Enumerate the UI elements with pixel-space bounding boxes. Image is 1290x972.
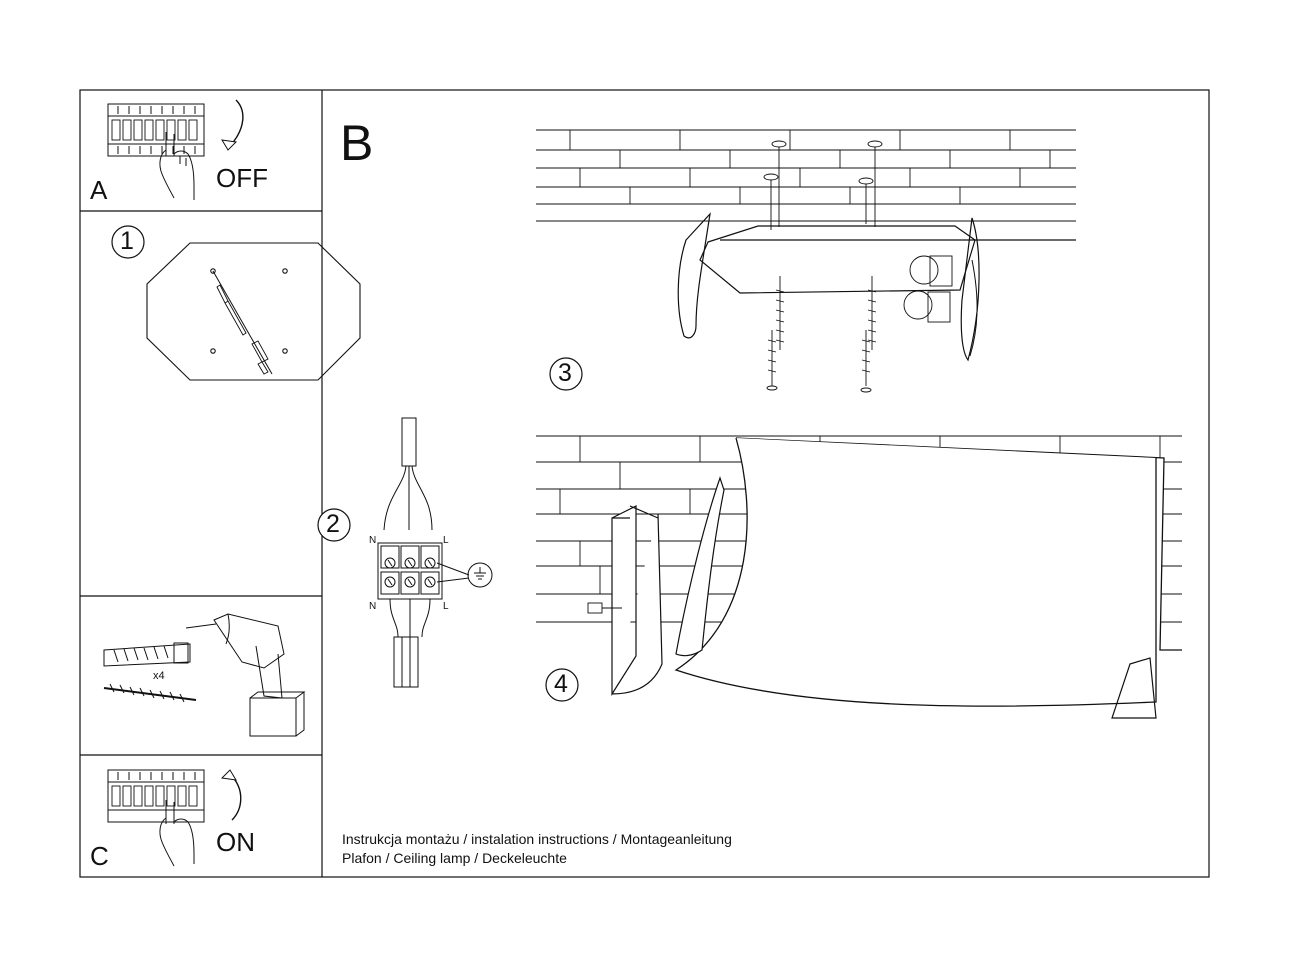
dowel-quantity-label: x4 — [153, 670, 165, 682]
outer-frame — [79, 89, 1210, 878]
live-top-label: L — [443, 535, 449, 546]
panel-a-letter: A — [90, 175, 108, 205]
panel-b-letter: B — [340, 115, 374, 171]
drill-and-dowels-illustration — [103, 613, 306, 737]
step-4-number: 4 — [554, 670, 568, 698]
step-3-number: 3 — [558, 359, 572, 387]
step-1-number: 1 — [120, 227, 134, 255]
breaker-panel-off-illustration — [107, 99, 244, 200]
power-on-label: ON — [216, 827, 255, 857]
footer-title-line: Instrukcja montażu / instalation instruc… — [342, 831, 732, 847]
ceiling-mounting-illustration — [536, 129, 1076, 393]
panel-c-letter: C — [90, 841, 109, 871]
live-bottom-label: L — [443, 601, 449, 612]
neutral-top-label: N — [369, 535, 377, 546]
mounting-plate-illustration — [146, 242, 361, 381]
wiring-terminal-illustration — [377, 417, 493, 688]
power-off-label: OFF — [216, 163, 268, 193]
footer-product-line: Plafon / Ceiling lamp / Deckeleuchte — [342, 850, 567, 866]
breaker-panel-on-illustration — [107, 769, 242, 867]
step-2-number: 2 — [326, 510, 340, 538]
neutral-bottom-label: N — [369, 601, 377, 612]
shade-assembly-illustration — [536, 435, 1182, 719]
